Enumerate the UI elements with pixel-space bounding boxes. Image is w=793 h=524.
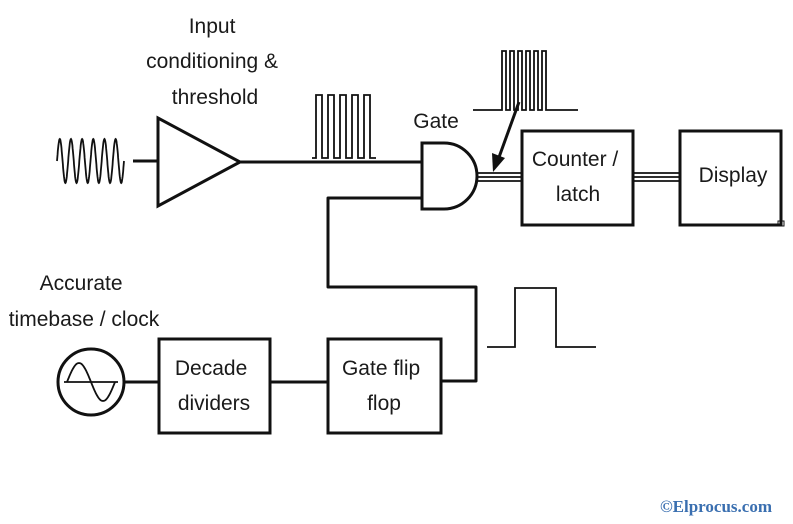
gate-label: Gate bbox=[413, 110, 459, 133]
decade-dividers-block bbox=[157, 337, 272, 435]
accurate-timebase-label: Accurate timebase / clock bbox=[9, 272, 160, 331]
gate-enable-pulse-icon bbox=[487, 287, 596, 348]
input-sine-wave-icon bbox=[56, 137, 125, 185]
counter-latch-block bbox=[520, 129, 635, 227]
gate-flip-flop-label: Gate flip flop bbox=[342, 357, 426, 415]
gated-pulse-burst-icon bbox=[473, 50, 578, 111]
watermark: ©Elprocus.com bbox=[660, 497, 772, 516]
amplifier-triangle-icon bbox=[156, 115, 244, 209]
clock-sine-icon bbox=[66, 362, 116, 402]
gate-control-wire bbox=[326, 196, 478, 383]
counter-latch-label: Counter / latch bbox=[532, 148, 624, 206]
arrow-head-icon bbox=[492, 153, 505, 172]
counter-to-display-bus bbox=[633, 172, 680, 182]
display-block bbox=[678, 129, 783, 227]
decade-dividers-label: Decade dividers bbox=[175, 357, 253, 415]
conditioned-pulse-train-icon bbox=[312, 94, 376, 159]
gate-flip-flop-block bbox=[326, 337, 443, 435]
display-corner-mark bbox=[777, 220, 785, 227]
arrow-line bbox=[496, 101, 521, 161]
and-gate-icon bbox=[420, 141, 479, 211]
input-conditioning-label: Input conditioning & threshold bbox=[146, 15, 284, 109]
display-label: Display bbox=[699, 164, 768, 187]
gate-to-counter-bus bbox=[478, 172, 522, 182]
